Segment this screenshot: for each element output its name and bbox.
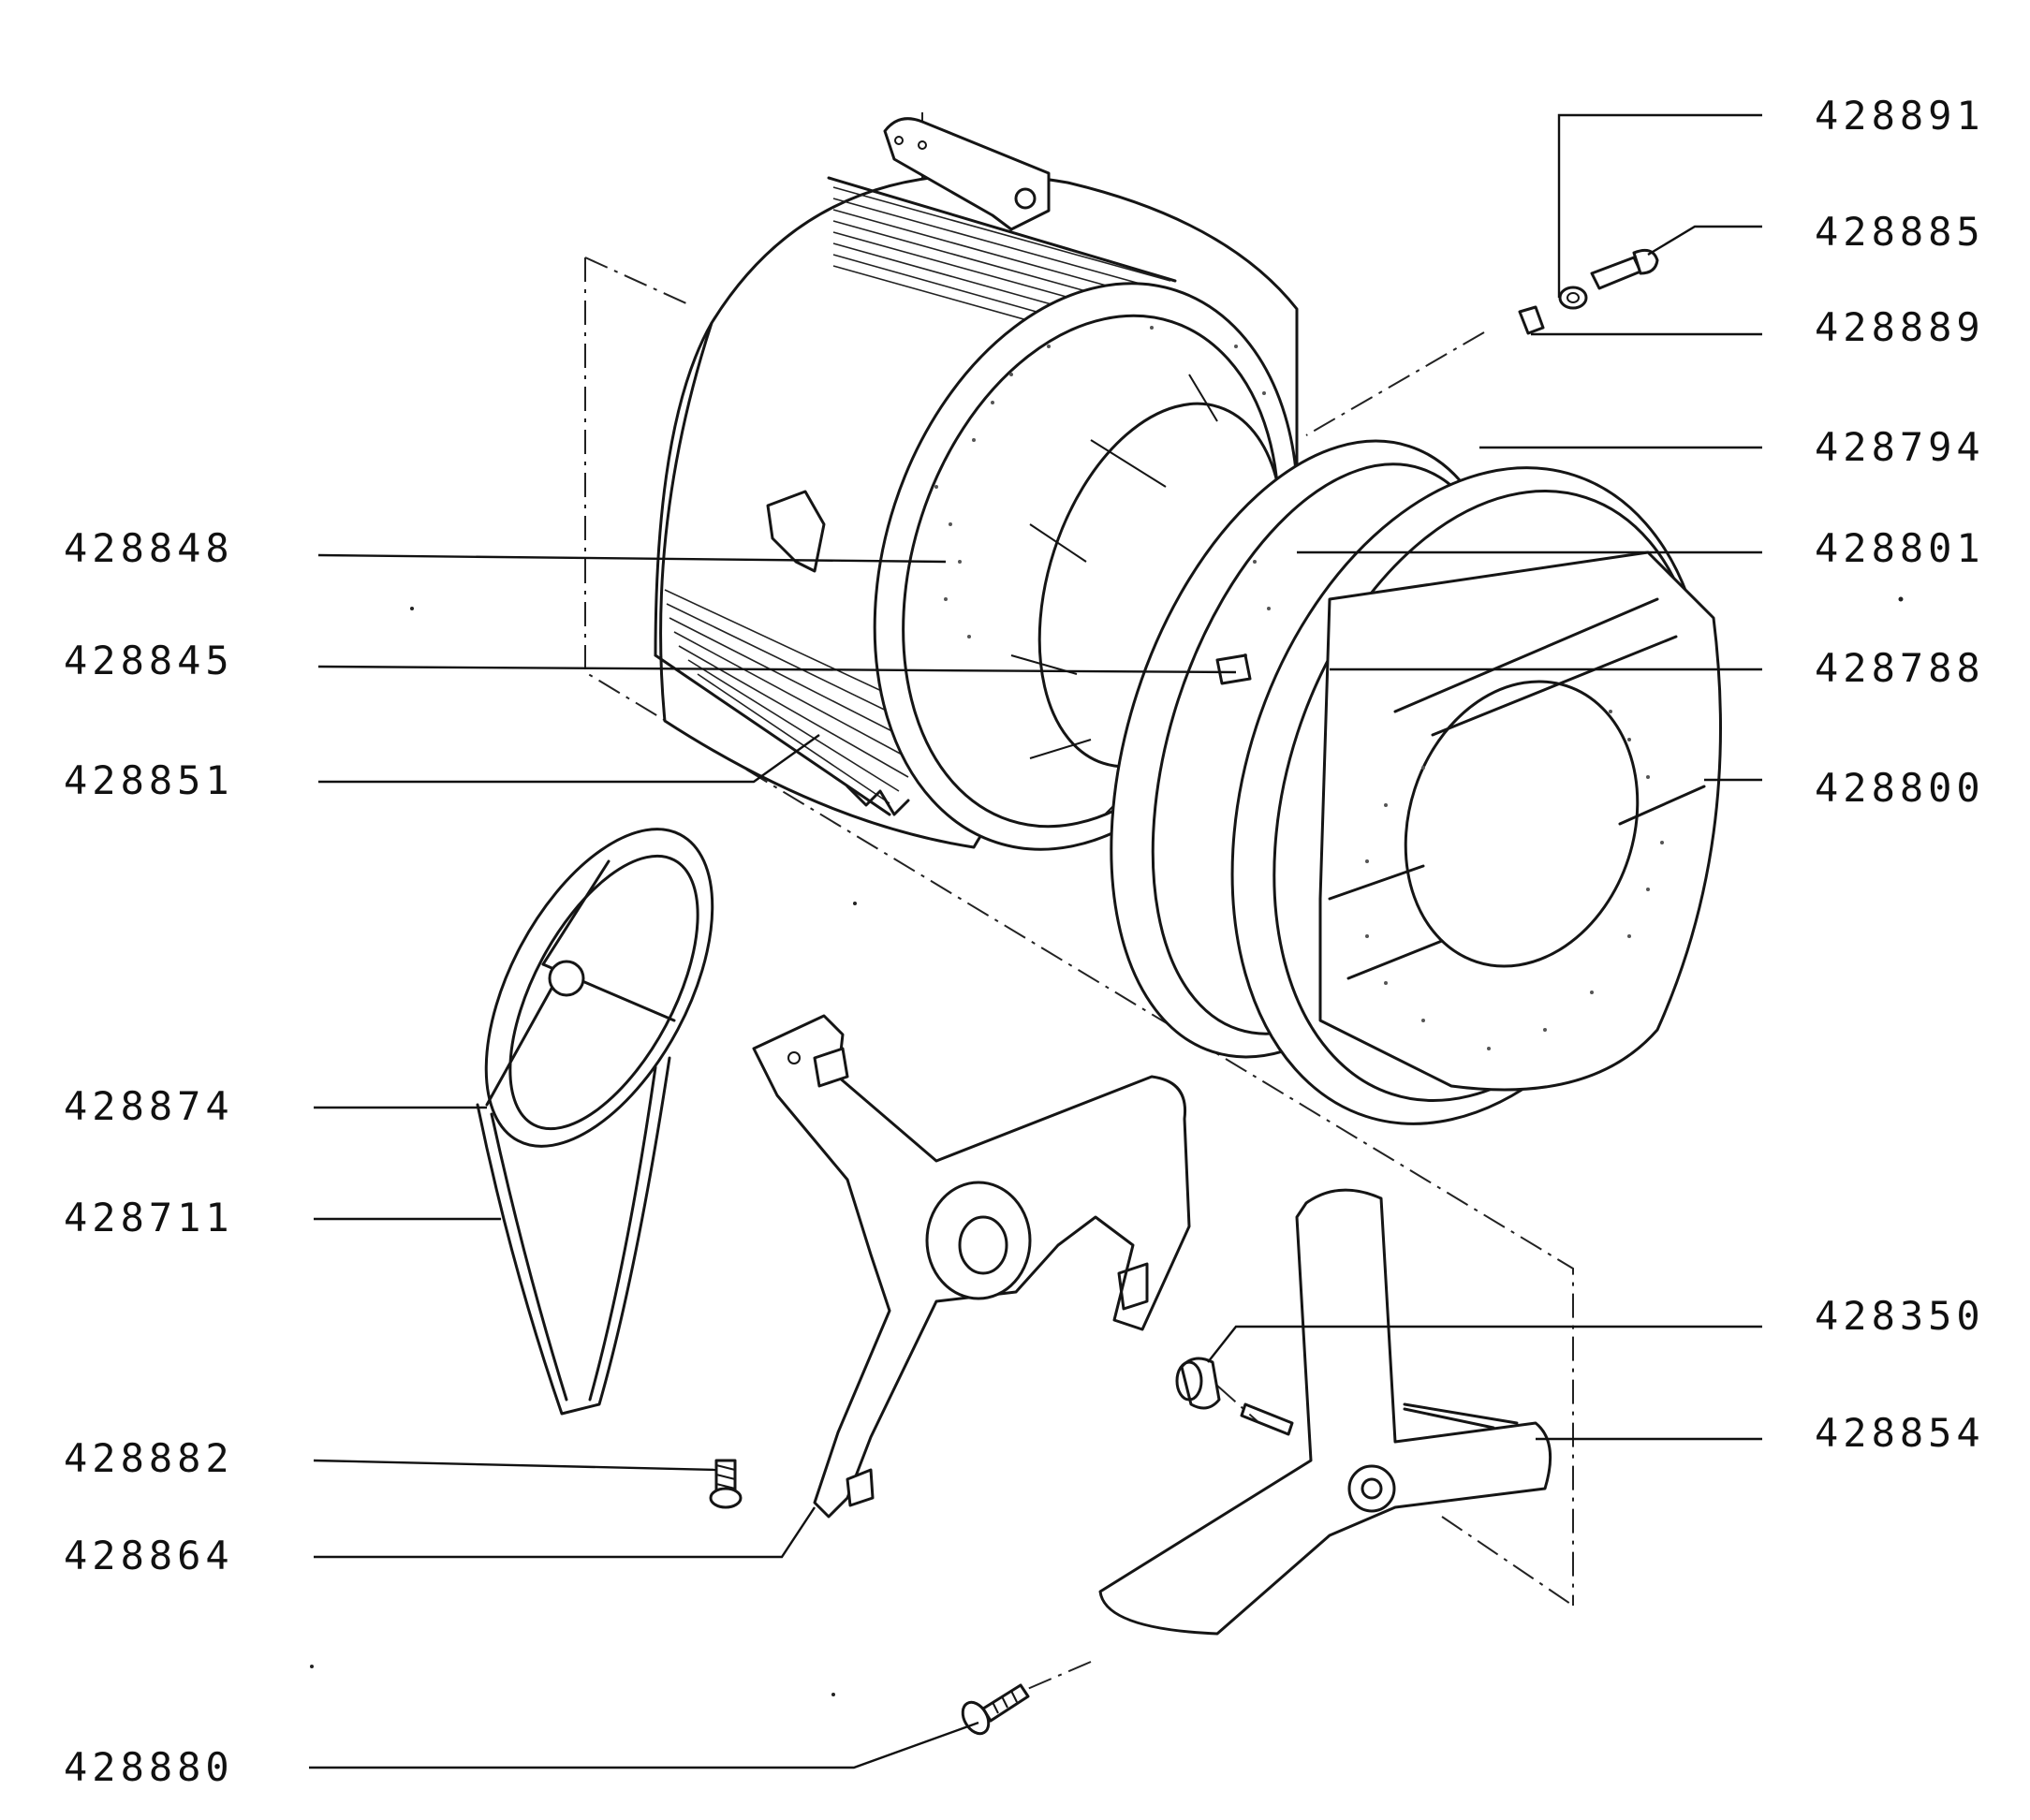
fastener-hardware-top [1518, 248, 1659, 335]
drum-support-cross [752, 1014, 1191, 1519]
rear-star-bracket [1098, 1188, 1552, 1636]
part-number-labels: 428891 428885 428889 428794 428801 42878… [64, 93, 1985, 1790]
drum-pulley-and-belt [476, 828, 714, 1416]
leader-lines [309, 113, 1762, 1769]
label-428794: 428794 [1815, 424, 1985, 470]
label-428845: 428845 [64, 638, 234, 683]
inner-drum-assembly [1110, 439, 1722, 1125]
label-428864: 428864 [64, 1533, 234, 1578]
label-428880: 428880 [64, 1744, 234, 1790]
label-428711: 428711 [64, 1195, 234, 1240]
label-428885: 428885 [1815, 209, 1985, 255]
label-428848: 428848 [64, 525, 234, 571]
label-428801: 428801 [1815, 525, 1985, 571]
label-428851: 428851 [64, 757, 234, 803]
scan-specks [310, 596, 1904, 1696]
label-428350: 428350 [1815, 1293, 1985, 1339]
screw-428882 [709, 1459, 743, 1509]
screw-428880 [961, 1683, 1030, 1736]
label-428788: 428788 [1815, 645, 1985, 691]
label-428891: 428891 [1815, 93, 1985, 139]
label-428882: 428882 [64, 1435, 234, 1481]
label-428854: 428854 [1815, 1410, 1985, 1456]
label-428874: 428874 [64, 1083, 234, 1129]
label-428889: 428889 [1815, 304, 1985, 350]
label-428800: 428800 [1815, 765, 1985, 811]
